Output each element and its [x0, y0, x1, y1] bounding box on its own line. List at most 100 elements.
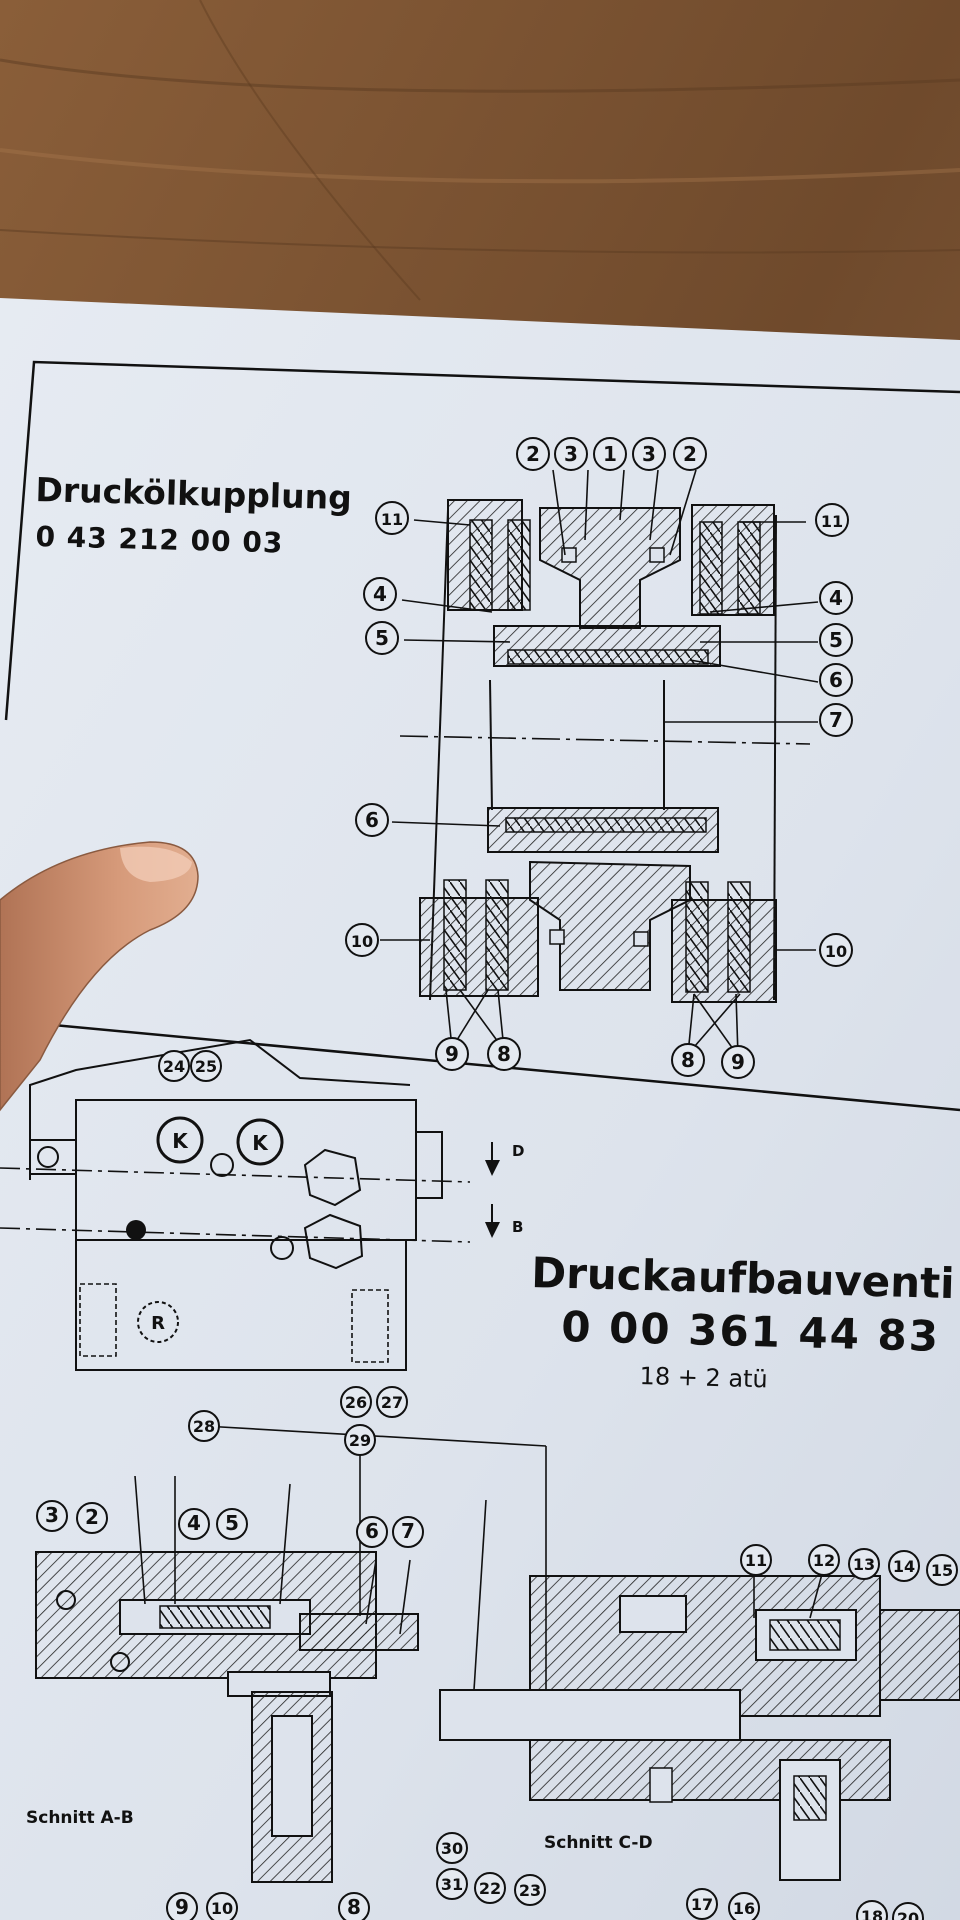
- callout-top-circle-11: [819, 663, 853, 697]
- callout-bottom-label-1: 25: [195, 1057, 217, 1076]
- callout-bottom-circle-9: [216, 1508, 248, 1540]
- callout-bottom-circle-16: [926, 1554, 958, 1586]
- callout-top-circle-14: [345, 923, 379, 957]
- callout-top-circle-18: [671, 1043, 705, 1077]
- callout-top-label-0: 2: [526, 442, 540, 466]
- callout-bottom-circle-4: [188, 1410, 220, 1442]
- callout-bottom-label-27: 20: [897, 1909, 919, 1920]
- callout-bottom-label-7: 2: [85, 1505, 99, 1529]
- callout-bottom-circle-12: [740, 1544, 772, 1576]
- callout-top-circle-10: [819, 623, 853, 657]
- callout-bottom-circle-27: [892, 1902, 924, 1920]
- callout-top-label-16: 9: [445, 1042, 459, 1066]
- callout-bottom-label-0: 24: [163, 1057, 185, 1076]
- callout-top-label-12: 7: [829, 708, 843, 732]
- callout-top-label-19: 9: [731, 1050, 745, 1074]
- coupling-part-number: 0 43 212 00 03: [35, 520, 284, 560]
- callout-bottom-label-21: 31: [441, 1875, 463, 1894]
- callout-bottom-circle-6: [36, 1500, 68, 1532]
- callout-bottom-label-14: 13: [853, 1555, 875, 1574]
- valve-drawing: K K R: [0, 1038, 960, 1883]
- callout-top-circle-9: [365, 621, 399, 655]
- callout-bottom-circle-18: [206, 1892, 238, 1920]
- callout-top-circle-19: [721, 1045, 755, 1079]
- callout-bottom-label-24: 17: [691, 1895, 713, 1914]
- callout-top-label-18: 8: [681, 1048, 695, 1072]
- callout-top-circle-0: [516, 437, 550, 471]
- callout-top-label-11: 6: [829, 668, 843, 692]
- callout-bottom-label-26: 18: [861, 1907, 883, 1920]
- section-ab-label: Schnitt A-B: [26, 1808, 134, 1828]
- callout-bottom-label-8: 4: [187, 1511, 201, 1535]
- callout-bottom-circle-10: [356, 1516, 388, 1548]
- svg-text:R: R: [151, 1313, 165, 1334]
- svg-text:K: K: [172, 1129, 189, 1153]
- callout-bottom-label-6: 3: [45, 1503, 59, 1527]
- callout-top-label-14: 10: [351, 932, 373, 951]
- callout-bottom-label-5: 29: [349, 1431, 371, 1450]
- callout-bottom-circle-20: [436, 1832, 468, 1864]
- callout-top-label-9: 5: [375, 626, 389, 650]
- coupling-drawing: [380, 469, 819, 1057]
- callout-top-label-7: 4: [373, 582, 387, 606]
- callout-top-circle-7: [363, 577, 397, 611]
- callout-bottom-label-9: 5: [225, 1511, 239, 1535]
- callout-bottom-label-18: 10: [211, 1899, 233, 1918]
- callout-bottom-label-3: 27: [381, 1393, 403, 1412]
- callout-bottom-label-10: 6: [365, 1519, 379, 1543]
- callout-bottom-label-15: 14: [893, 1557, 915, 1576]
- callout-top-circle-16: [435, 1037, 469, 1071]
- callout-bottom-circle-0: [158, 1050, 190, 1082]
- callout-bottom-circle-23: [514, 1874, 546, 1906]
- callout-top-label-1: 3: [564, 442, 578, 466]
- callout-bottom-circle-5: [344, 1424, 376, 1456]
- callout-bottom-circle-3: [376, 1386, 408, 1418]
- callout-bottom-circle-15: [888, 1550, 920, 1582]
- callout-top-label-5: 11: [381, 510, 403, 529]
- callout-bottom-circle-14: [848, 1548, 880, 1580]
- callout-bottom-circle-13: [808, 1544, 840, 1576]
- callout-bottom-label-22: 22: [479, 1879, 501, 1898]
- callout-bottom-circle-22: [474, 1872, 506, 1904]
- callout-bottom-label-19: 8: [347, 1895, 361, 1919]
- callout-bottom-circle-2: [340, 1386, 372, 1418]
- callout-bottom-circle-19: [338, 1892, 370, 1920]
- callout-bottom-circle-17: [166, 1892, 198, 1920]
- callout-bottom-label-11: 7: [401, 1519, 415, 1543]
- callout-bottom-circle-25: [728, 1892, 760, 1920]
- callout-bottom-label-20: 30: [441, 1839, 463, 1858]
- callout-bottom-label-23: 23: [519, 1881, 541, 1900]
- marker-d: D: [512, 1142, 525, 1160]
- callout-top-label-2: 1: [603, 442, 617, 466]
- svg-text:K: K: [252, 1131, 269, 1155]
- callout-top-label-4: 2: [683, 442, 697, 466]
- callout-top-circle-3: [632, 437, 666, 471]
- callout-bottom-circle-8: [178, 1508, 210, 1540]
- callout-top-circle-15: [819, 933, 853, 967]
- callout-top-circle-2: [593, 437, 627, 471]
- callout-top-circle-17: [487, 1037, 521, 1071]
- callout-top-label-13: 6: [365, 808, 379, 832]
- callout-bottom-circle-7: [76, 1502, 108, 1534]
- callout-bottom-circle-1: [190, 1050, 222, 1082]
- callout-bottom-circle-24: [686, 1888, 718, 1920]
- callout-top-circle-13: [355, 803, 389, 837]
- callout-top-label-6: 11: [821, 512, 843, 531]
- callout-bottom-label-4: 28: [193, 1417, 215, 1436]
- callout-top-circle-12: [819, 703, 853, 737]
- callout-top-label-15: 10: [825, 942, 847, 961]
- callout-top-label-17: 8: [497, 1042, 511, 1066]
- coupling-title: Druckölkupplung: [34, 470, 353, 518]
- callout-bottom-label-25: 16: [733, 1899, 755, 1918]
- callout-top-circle-6: [815, 503, 849, 537]
- callout-bottom-label-13: 12: [813, 1551, 835, 1570]
- callout-bottom-label-17: 9: [175, 1895, 189, 1919]
- callout-bottom-circle-11: [392, 1516, 424, 1548]
- hand-finger: [0, 841, 199, 1112]
- marker-b: B: [512, 1218, 524, 1236]
- callout-top-circle-8: [819, 581, 853, 615]
- callout-bottom-circle-26: [856, 1900, 888, 1920]
- valve-part-number: 0 00 361 44 83: [560, 1302, 941, 1361]
